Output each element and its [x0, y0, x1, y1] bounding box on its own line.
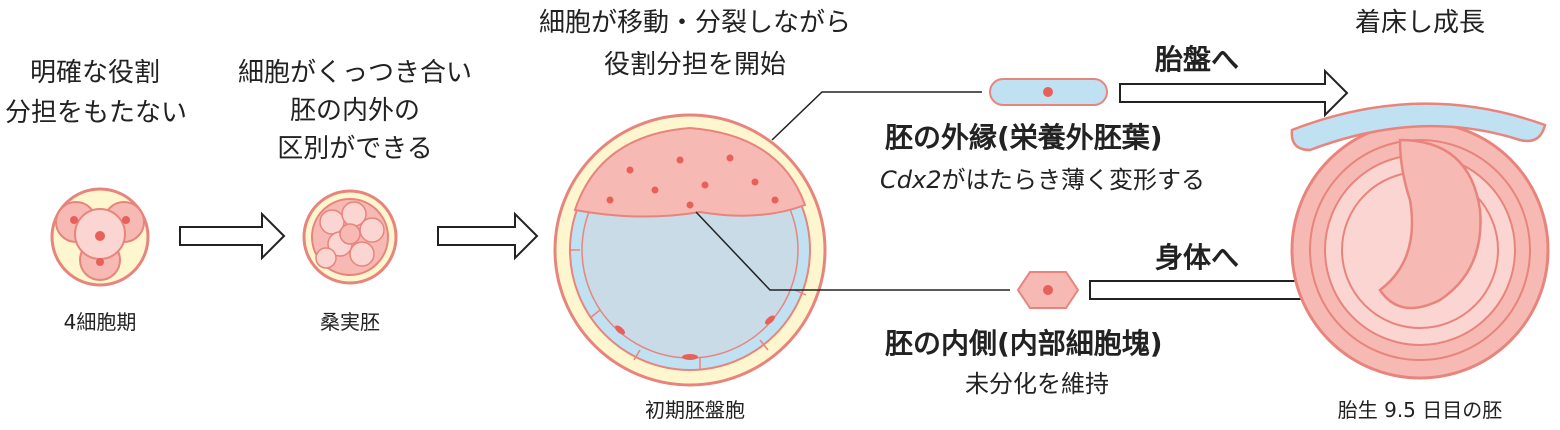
arrow-2 [437, 211, 539, 261]
blastocyst [553, 113, 827, 387]
four-cell-caption-line-2: 分担をもたない [5, 98, 188, 128]
morula-caption-line-2: 胚の内外の [289, 96, 420, 126]
outer-arrow [1119, 68, 1349, 118]
trophectoderm-cell [989, 78, 1108, 106]
embryo-caption: 着床し成長 [1354, 8, 1485, 38]
four-cell-label: 4細胞期 [63, 310, 137, 334]
inner-cell [1016, 271, 1080, 309]
blastocyst-caption-line-2: 役割分担を開始 [603, 50, 786, 80]
blastocyst-label: 初期胚盤胞 [645, 398, 745, 422]
inner-leader-line [695, 211, 1010, 291]
outer-note-text: がはたらき薄く変形する [941, 166, 1205, 194]
inner-destination: 身体へ [1155, 241, 1240, 274]
outer-leader-line [771, 91, 982, 141]
four-cell-embryo [50, 187, 150, 287]
inner-note: 未分化を維持 [965, 370, 1109, 398]
embryo-label: 胎生 9.5 日目の胚 [1337, 398, 1503, 422]
cdx2-gene: Cdx2 [880, 166, 942, 194]
blastocyst-caption-line-1: 細胞が移動・分裂しながら [538, 8, 851, 38]
morula-caption-line-3: 区別ができる [277, 134, 433, 164]
four-cell-caption-line-1: 明確な役割 [29, 58, 160, 88]
morula [302, 189, 398, 285]
morula-label: 桑実胚 [320, 310, 380, 334]
arrow-1 [179, 211, 286, 261]
morula-caption-line-1: 細胞がくっつき合い [237, 58, 472, 88]
outer-note: Cdx2がはたらき薄く変形する [880, 168, 1205, 192]
outer-destination: 胎盤へ [1155, 43, 1240, 76]
inner-title: 胚の内側(内部細胞塊) [885, 327, 1163, 360]
outer-title: 胚の外縁(栄養外胚葉) [885, 121, 1163, 154]
day-9-5-embryo [1290, 102, 1550, 380]
